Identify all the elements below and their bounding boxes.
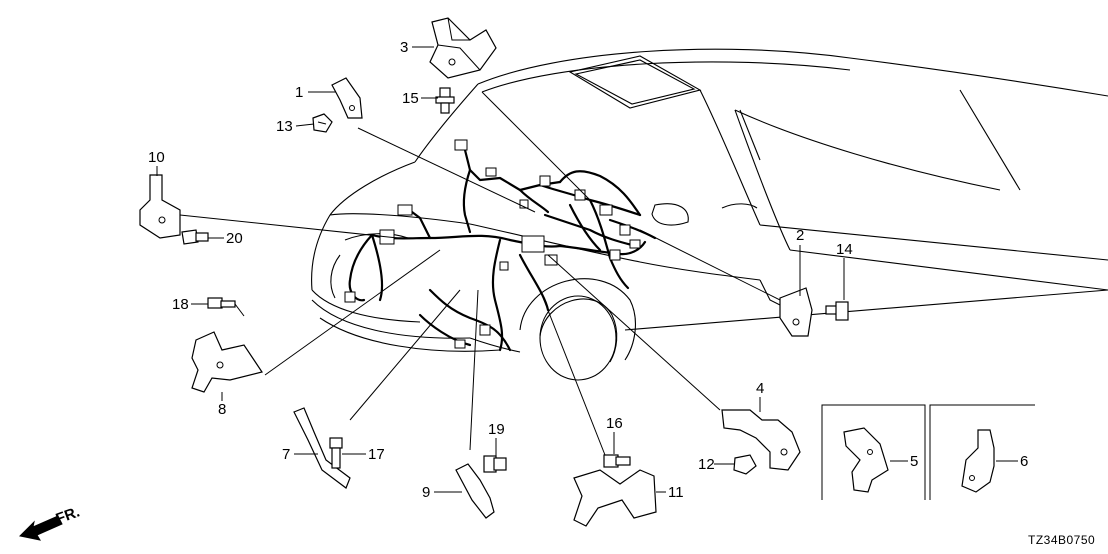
callout-14: 14 bbox=[836, 241, 853, 258]
part-12-nut bbox=[733, 454, 757, 475]
callout-13: 13 bbox=[276, 118, 293, 135]
leader-lines bbox=[179, 91, 791, 456]
part-13-clip bbox=[312, 113, 333, 133]
part-19-bolt bbox=[483, 455, 507, 473]
callout-19: 19 bbox=[488, 421, 505, 438]
part-8-bracket bbox=[191, 331, 263, 393]
part-4-bracket bbox=[721, 409, 801, 471]
callout-7: 7 bbox=[282, 446, 290, 463]
part-3-bracket bbox=[429, 17, 497, 79]
part-18-bolt bbox=[207, 297, 245, 317]
callout-10: 10 bbox=[148, 149, 165, 166]
part-9-bracket bbox=[455, 463, 495, 519]
part-11-bracket bbox=[573, 469, 657, 527]
part-15-bolt bbox=[435, 87, 455, 114]
part-6-bracket bbox=[961, 429, 995, 493]
figure-code: TZ34B0750 bbox=[1028, 533, 1095, 547]
callout-15: 15 bbox=[402, 90, 419, 107]
part-16-bolt bbox=[603, 454, 631, 468]
callout-2: 2 bbox=[796, 227, 804, 244]
part-14-bolt bbox=[825, 301, 849, 321]
callout-12: 12 bbox=[698, 456, 715, 473]
engine-wire-harness bbox=[344, 139, 657, 352]
part-10-bracket bbox=[139, 174, 181, 239]
part-17-bolt bbox=[329, 437, 343, 469]
callout-18: 18 bbox=[172, 296, 189, 313]
part-1-bracket bbox=[331, 77, 363, 119]
callout-5: 5 bbox=[910, 453, 918, 470]
callout-17: 17 bbox=[368, 446, 385, 463]
detail-box-5 bbox=[821, 404, 926, 500]
callout-20: 20 bbox=[226, 230, 243, 247]
callout-16: 16 bbox=[606, 415, 623, 432]
detail-box-6 bbox=[929, 404, 1035, 500]
callout-6: 6 bbox=[1020, 453, 1028, 470]
callout-9: 9 bbox=[422, 484, 430, 501]
callout-4: 4 bbox=[756, 380, 764, 397]
callout-1: 1 bbox=[295, 84, 303, 101]
front-direction-label: FR. bbox=[54, 504, 83, 528]
part-20-bolt bbox=[181, 229, 209, 245]
callout-labels: 1 2 3 4 5 6 7 8 9 10 11 12 13 14 15 16 1… bbox=[148, 39, 1028, 501]
part-2-bracket bbox=[779, 287, 813, 337]
part-5-bracket bbox=[843, 427, 889, 493]
car-body-outline bbox=[311, 48, 1108, 381]
callout-11: 11 bbox=[668, 484, 684, 501]
front-direction-arrow: FR. bbox=[18, 504, 83, 541]
callout-8: 8 bbox=[218, 401, 226, 418]
callout-3: 3 bbox=[400, 39, 408, 56]
